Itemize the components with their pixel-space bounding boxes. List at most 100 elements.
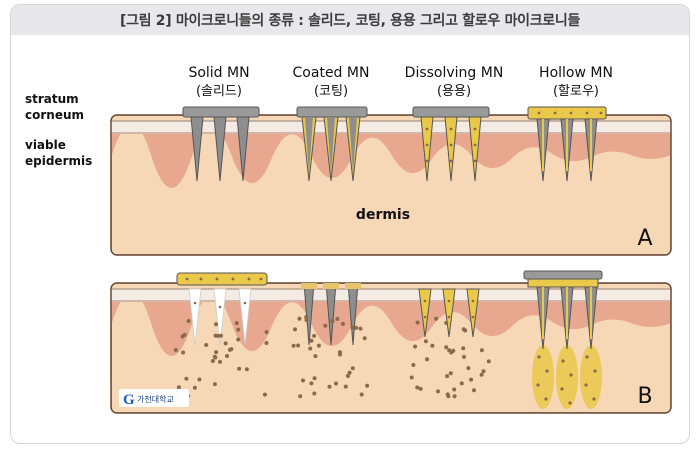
drug-particle (487, 359, 491, 363)
drug-particle (323, 324, 327, 328)
drug-particle (445, 374, 449, 378)
drug-particle (360, 393, 364, 397)
drug-particle (313, 376, 317, 380)
panel-a-label: A (637, 226, 652, 251)
drug-particle (338, 353, 342, 357)
drug-particle (472, 388, 476, 392)
drug-particle (446, 394, 450, 398)
drug-particle (265, 330, 269, 334)
drug-particle (183, 333, 187, 337)
drug-particle (304, 315, 308, 319)
drug-particle (335, 317, 339, 321)
drug-particle (444, 321, 448, 325)
drug-particle (197, 378, 201, 382)
drug-particle (174, 348, 178, 352)
drug-particle (218, 360, 222, 364)
drug-particle (411, 363, 415, 367)
drug-particle (354, 326, 358, 330)
drug-particle (301, 379, 305, 383)
drug-particle (461, 346, 465, 350)
coated-mn-b (301, 283, 361, 345)
drug-particle (460, 381, 464, 385)
drug-particle (213, 355, 217, 359)
hollow-label-en: Hollow MN (539, 65, 613, 81)
drug-particle (424, 339, 428, 343)
viable-label-line1: viable (25, 138, 66, 152)
panel-b-label: B (637, 384, 652, 409)
drug-particle (309, 339, 313, 343)
drug-particle (413, 345, 417, 349)
coated-label-en: Coated MN (293, 65, 370, 81)
drug-particle (204, 343, 208, 347)
drug-particle (237, 367, 241, 371)
drug-particle (214, 322, 218, 326)
drug-particle (184, 377, 188, 381)
drug-particle (436, 389, 440, 393)
dissolving-label-en: Dissolving MN (405, 65, 504, 81)
drug-particle (211, 359, 215, 363)
drug-particle (334, 382, 338, 386)
drug-particle (348, 371, 352, 375)
drug-particle (292, 344, 296, 348)
drug-particle (444, 345, 448, 349)
drug-particle (341, 322, 345, 326)
stratum-label-line1: stratum (25, 92, 79, 106)
logo-text: 가천대학교 (137, 394, 174, 404)
drug-particle (308, 347, 312, 351)
drug-particle (469, 378, 473, 382)
drug-particle (312, 392, 316, 396)
solid-label-en: Solid MN (188, 65, 249, 81)
drug-particle (350, 326, 354, 330)
drug-particle (181, 351, 185, 355)
drug-particle (177, 385, 181, 389)
drug-particle (317, 344, 321, 348)
stratum-label-line2: corneum (25, 108, 84, 122)
drug-particle (425, 357, 429, 361)
drug-particle (359, 327, 363, 331)
drug-particle (263, 393, 267, 397)
drug-particle (224, 341, 228, 345)
dissolving-label-ko: (용용) (437, 84, 471, 99)
drug-particle (216, 334, 220, 338)
drug-particle (466, 366, 470, 370)
drug-particle (193, 386, 197, 390)
drug-particle (344, 385, 348, 389)
drug-particle (298, 317, 302, 321)
drug-particle (293, 327, 297, 331)
drug-particle (313, 354, 317, 358)
logo-mark-icon: G (123, 392, 135, 408)
drug-particle (187, 319, 191, 323)
drug-particle (328, 385, 332, 389)
drug-particle (419, 387, 423, 391)
university-logo: G 가천대학교 (119, 389, 189, 408)
drug-particle (351, 366, 355, 370)
dermis-label: dermis (356, 207, 410, 223)
drug-particle (365, 384, 369, 388)
drug-particle (449, 351, 453, 355)
drug-particle (452, 388, 456, 392)
figure-frame: [그림 2] 마이크로니들의 종류 : 솔리드, 코팅, 용용 그리고 할로우 … (10, 4, 690, 444)
drug-particle (416, 321, 420, 325)
drug-particle (235, 321, 239, 325)
drug-particle (312, 334, 316, 338)
drug-particle (236, 328, 240, 332)
coated-label-ko: (코팅) (314, 84, 348, 99)
drug-particle (245, 367, 249, 371)
drug-particle (410, 376, 414, 380)
drug-particle (331, 319, 335, 323)
hollow-label-ko: (할로우) (553, 84, 599, 99)
drug-particle (480, 373, 484, 377)
drug-particle (453, 394, 457, 398)
drug-particle (213, 382, 217, 386)
drug-particle (265, 341, 269, 345)
drug-particle (462, 355, 466, 359)
drug-particle (296, 344, 300, 348)
drug-particle (236, 338, 240, 342)
drug-particle (298, 394, 302, 398)
drug-particle (480, 348, 484, 352)
viable-label-line2: epidermis (25, 154, 92, 168)
drug-particle (482, 369, 486, 373)
drug-particle (430, 344, 434, 348)
drug-particle (309, 381, 313, 385)
solid-label-ko: (솔리드) (196, 84, 242, 99)
